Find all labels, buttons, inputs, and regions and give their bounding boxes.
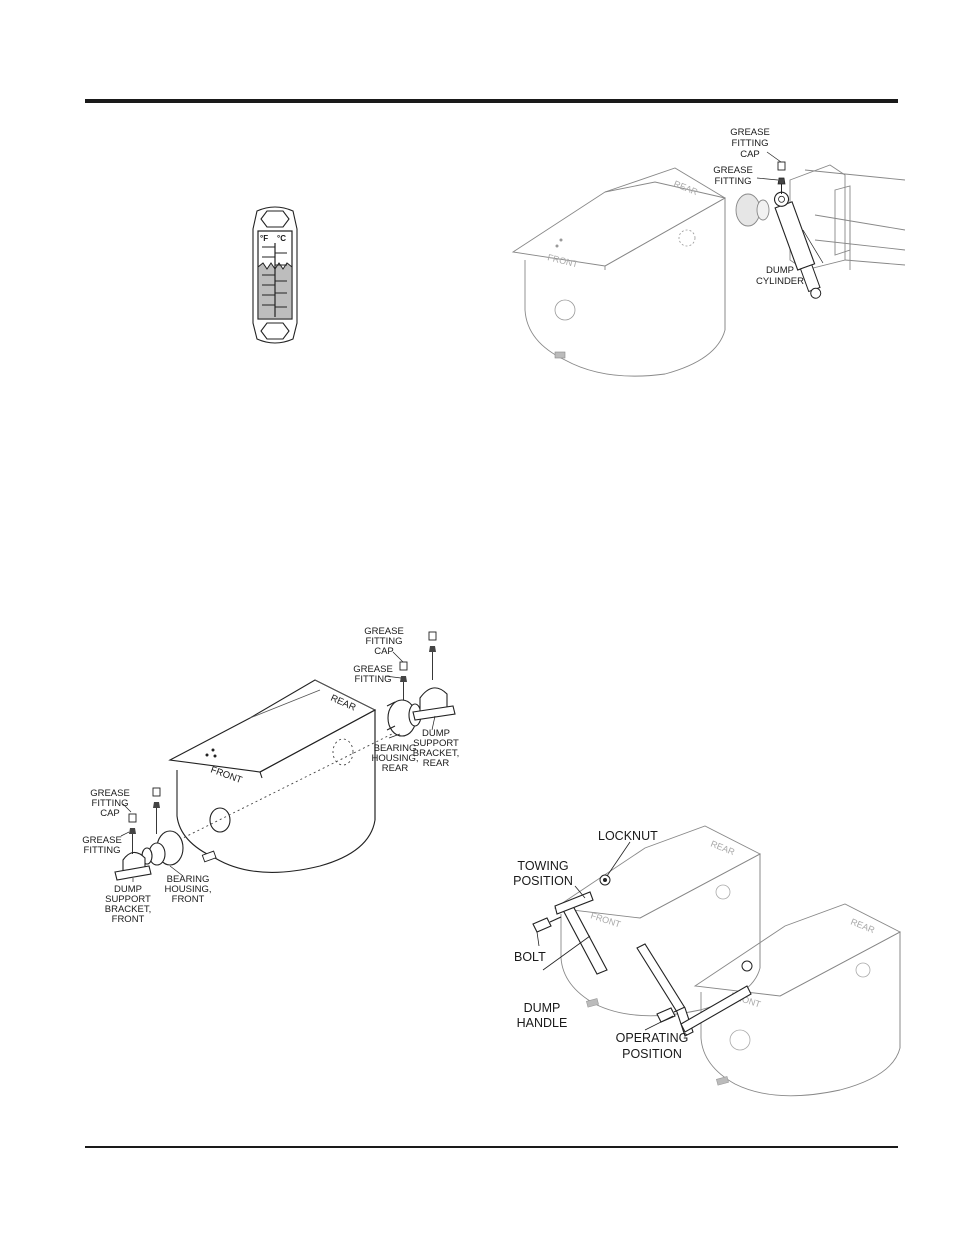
front-grease-fitting-cap-label-3: CAP <box>100 808 120 819</box>
rear-bracket-label-2: SUPPORT <box>413 738 459 749</box>
dump-cylinder-figure: REAR FRONT GREASE FITTING CAP GREASE FIT… <box>511 127 906 377</box>
front-bracket-label-2: SUPPORT <box>105 894 151 905</box>
operating-position-label-2: POSITION <box>622 1047 682 1061</box>
front-grease-fitting-cap-label-2: FITTING <box>92 798 129 809</box>
front-bearing-housing-label-3: FRONT <box>172 894 205 905</box>
front-grease-fitting-cap-label-1: GREASE <box>90 788 130 799</box>
rear-grease-fitting-label-2: FITTING <box>355 674 392 685</box>
front-grease-fitting-label-2: FITTING <box>84 845 121 856</box>
grease-fitting-cap-label-3: CAP <box>740 149 760 160</box>
front-bracket-label-4: FRONT <box>112 914 145 925</box>
locknut-label: LOCKNUT <box>598 829 658 843</box>
rear-bracket-label-3: BRACKET, <box>413 748 459 759</box>
hopper-exploded-figure: REAR FRONT GREASE FITTING CAP GREASE FIT… <box>82 626 459 925</box>
front-bracket-label-3: BRACKET, <box>105 904 151 915</box>
temperature-gauge-figure: °F °C <box>252 206 298 344</box>
rear-grease-fitting-cap-label-1: GREASE <box>364 626 404 637</box>
dump-handle-label-2: HANDLE <box>517 1016 568 1030</box>
rear-grease-fitting-cap-label-2: FITTING <box>366 636 403 647</box>
gauge-unit-c: °C <box>277 234 286 243</box>
dump-handle-figure: REAR FRONT REAR FRONT LOCKNUT TOWING POS… <box>513 825 901 1097</box>
rear-text: REAR <box>672 179 699 198</box>
rear-grease-fitting-cap-label-3: CAP <box>374 646 394 657</box>
front-grease-fitting-label-1: GREASE <box>82 835 122 846</box>
rear-bearing-housing-label-3: REAR <box>382 763 409 774</box>
front-bearing-housing-label-2: HOUSING, <box>165 884 212 895</box>
dump-handle-label-1: DUMP <box>524 1001 561 1015</box>
grease-fitting-cap-label-1: GREASE <box>730 127 770 138</box>
bolt-label: BOLT <box>514 950 546 964</box>
front-text-towing: FRONT <box>589 910 622 929</box>
rear-text-operating: REAR <box>849 917 876 936</box>
rear-bearing-housing-label-1: BEARING <box>374 743 417 754</box>
front-bearing-housing-label-1: BEARING <box>167 874 210 885</box>
towing-position-label-1: TOWING <box>517 859 568 873</box>
footer-rule <box>85 1146 898 1148</box>
rear-bracket-label-4: REAR <box>423 758 450 769</box>
grease-fitting-label-2: FITTING <box>715 176 752 187</box>
operating-position-label-1: OPERATING <box>616 1031 689 1045</box>
dump-cylinder-label-2: CYLINDER <box>756 276 804 287</box>
rear-bracket-label-1: DUMP <box>422 728 450 739</box>
rear-bearing-housing-label-2: HOUSING, <box>372 753 419 764</box>
rear-grease-fitting-label-1: GREASE <box>353 664 393 675</box>
front-text: FRONT <box>547 252 580 269</box>
header-rule <box>85 99 898 103</box>
rear-text: REAR <box>329 693 358 714</box>
rear-text-towing: REAR <box>709 839 736 858</box>
grease-fitting-label-1: GREASE <box>713 165 753 176</box>
dump-cylinder-label-1: DUMP <box>766 265 794 276</box>
gauge-unit-f: °F <box>260 234 268 243</box>
front-bracket-label-1: DUMP <box>114 884 142 895</box>
towing-position-label-2: POSITION <box>513 874 573 888</box>
grease-fitting-cap-label-2: FITTING <box>732 138 769 149</box>
